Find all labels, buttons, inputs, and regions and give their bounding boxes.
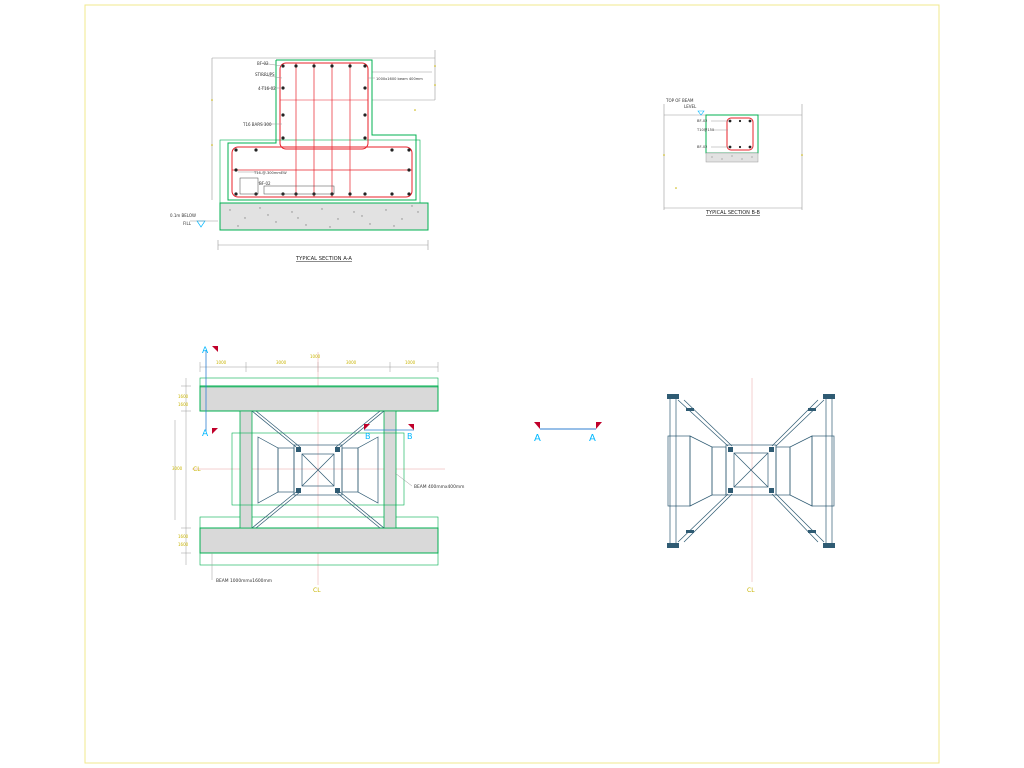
cut-line-a-a: A A — [534, 422, 602, 444]
centerline-mark-right: CL — [747, 587, 755, 594]
top-of-beam-label-1: TOP OF BEAM — [665, 98, 694, 103]
bb-tag-2: T10@150 — [696, 128, 715, 132]
section-b-b-title: TYPICAL SECTION B-B — [705, 210, 761, 216]
section-b-b-cage — [726, 117, 754, 151]
rebar-cage-lower — [231, 146, 413, 198]
cut-label-a-left: A — [534, 433, 541, 444]
beam-small-label: BEAM 400mmx400mm — [414, 484, 464, 490]
section-a-a: BF-02 STIRRUPS 4-T16-02 T16 BARS 300 T16… — [170, 50, 436, 262]
beam-small-right — [383, 410, 397, 529]
top-of-beam-label-2: LEVEL — [684, 104, 697, 109]
dim-left-4: 1600 — [178, 542, 189, 547]
cut-arrow-a-bottom — [212, 428, 218, 434]
dim-top-3: 1000 — [310, 354, 321, 359]
dim-top-2: 3000 — [276, 360, 287, 365]
dim-top-5: 1000 — [405, 360, 416, 365]
bar-tag-stirrups: STIRRUPS — [255, 72, 275, 77]
dim-top-4: 3000 — [346, 360, 357, 365]
rebar-cage-upper — [279, 62, 369, 150]
bb-tag-1: BF-02 — [697, 119, 707, 123]
bar-tag-bf2: BF-02 — [259, 181, 271, 186]
bar-tag-bars: T16 BARS 300 — [242, 122, 272, 127]
central-frame-right — [725, 444, 777, 496]
blinding-layer — [219, 202, 429, 231]
beam-large-label: BEAM 1000mmx1600mm — [216, 578, 272, 584]
bar-tag-t16: 4-T16-02 — [258, 86, 276, 91]
section-a-a-outline — [227, 59, 417, 201]
dim-top-1: 1000 — [216, 360, 227, 365]
section-b-b: TOP OF BEAM LEVEL BF-02 T10@150 BF-02 TY… — [663, 98, 803, 216]
cut-label-b-left: B — [365, 432, 371, 441]
section-b-b-blinding — [705, 152, 759, 163]
bb-tag-3: BF-02 — [697, 145, 707, 149]
cut-label-a-bottom: A — [202, 429, 209, 439]
dim-left-3: 1600 — [178, 534, 189, 539]
cut-label-a-right: A — [589, 433, 596, 444]
section-a-a-title: TYPICAL SECTION A-A — [295, 256, 352, 262]
sheet-frame — [84, 4, 940, 764]
beam-note-aa: 1000x1600 beam 400mm — [376, 77, 423, 81]
bar-tag-side: T16-@-300mmEW — [253, 171, 287, 175]
cut-arrow-a-top — [212, 346, 218, 352]
plan-view-left: 1000 3000 1000 3000 1000 1600 1600 3000 … — [172, 346, 464, 594]
dim-left-2: 1600 — [178, 402, 189, 407]
plan-view-right: CL — [667, 378, 835, 594]
below-fill-label-1: 0.1m BELOW — [170, 213, 196, 218]
dim-left-mid: 3000 — [172, 466, 183, 471]
beam-small-left — [239, 410, 253, 529]
cut-arrow-b-right — [408, 424, 414, 430]
cut-label-a-top: A — [202, 346, 209, 356]
beam-bottom — [199, 527, 439, 554]
dim-left-1: 1600 — [178, 394, 189, 399]
beam-top — [199, 385, 439, 412]
centerline-mark-bottom: CL — [313, 587, 321, 594]
bar-tag-bf: BF-02 — [257, 61, 269, 66]
centerline-mark-left: CL — [193, 466, 201, 473]
cut-arrow-b-left — [364, 424, 370, 430]
central-frame — [293, 444, 343, 496]
cut-label-b-right: B — [407, 432, 413, 441]
below-fill-label-2: FILL — [183, 221, 192, 226]
